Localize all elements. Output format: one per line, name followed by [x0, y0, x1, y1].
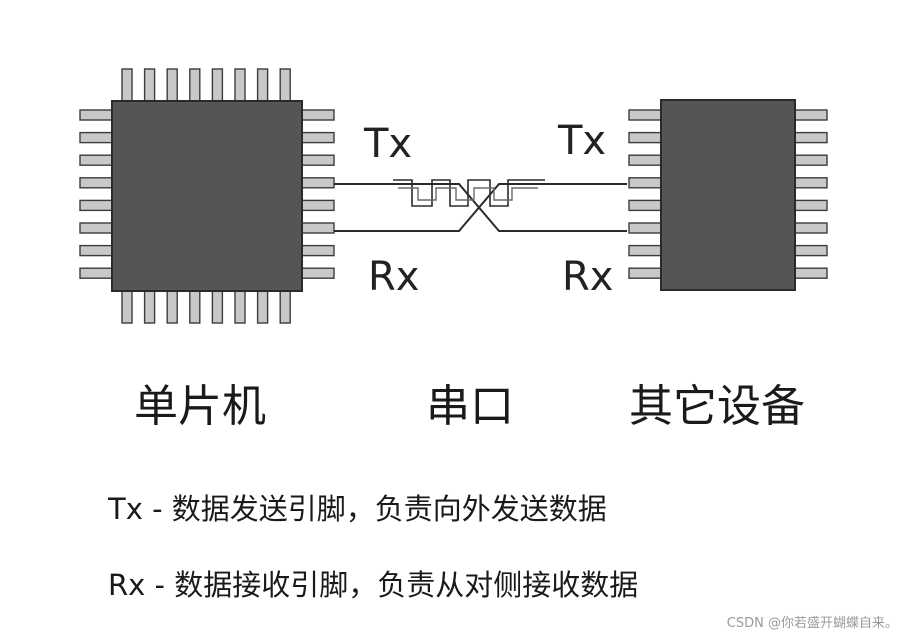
mcu-pins-bottom: [121, 290, 291, 324]
device-pin-right: [794, 267, 828, 279]
mcu-pin-bottom: [279, 290, 291, 324]
mcu-pin-top: [121, 68, 133, 102]
mcu-pin-right: [301, 177, 335, 189]
mcu-pin-left: [79, 222, 113, 234]
mcu-pins-right: [301, 109, 335, 279]
mcu-pin-bottom: [211, 290, 224, 324]
mcu-pin-top: [256, 68, 269, 102]
mcu-pin-left: [79, 131, 113, 144]
mcu-pin-right: [301, 244, 335, 257]
serial-waveform: [393, 179, 545, 207]
tx-description: Tx - 数据发送引脚，负责向外发送数据: [108, 492, 607, 526]
left-rx-label: Rx: [368, 254, 419, 300]
mcu-pin-bottom: [256, 290, 269, 324]
mcu-pin-left: [79, 244, 113, 257]
mcu-pin-top: [279, 68, 291, 102]
mcu-pin-bottom: [234, 290, 246, 324]
device-pin-left: [628, 267, 662, 279]
mcu-label: 单片机: [134, 381, 266, 432]
mcu-pin-right: [301, 109, 335, 121]
mcu-pin-bottom: [143, 290, 156, 324]
device-pin-left: [628, 244, 662, 257]
mcu-pin-left: [79, 109, 113, 121]
device-pin-left: [628, 177, 662, 189]
mcu-pins-left: [79, 109, 113, 279]
device-pin-left: [628, 109, 662, 121]
device-pin-left: [628, 154, 662, 166]
rx-to-tx-wire: [334, 183, 627, 232]
device-pin-right: [794, 199, 828, 212]
device-chip: [628, 99, 828, 291]
mcu-pin-left: [79, 199, 113, 212]
serial-waveform-shadow: [398, 187, 538, 201]
device-pin-left: [628, 131, 662, 144]
mcu-pin-right: [301, 131, 335, 144]
right-rx-label: Rx: [562, 254, 613, 300]
device-pin-right: [794, 109, 828, 121]
device-pin-right: [794, 222, 828, 234]
mcu-pin-right: [301, 267, 335, 279]
device-pin-right: [794, 154, 828, 166]
tx-to-rx-wire: [334, 183, 627, 232]
mcu-pin-left: [79, 177, 113, 189]
mcu-pin-bottom: [166, 290, 178, 324]
serial-label: 串口: [426, 381, 514, 432]
device-pin-right: [794, 131, 828, 144]
device-pin-left: [628, 199, 662, 212]
rx-description: Rx - 数据接收引脚，负责从对侧接收数据: [108, 568, 639, 602]
mcu-pin-right: [301, 222, 335, 234]
mcu-pins-top: [121, 68, 291, 102]
mcu-pin-bottom: [189, 290, 201, 324]
right-tx-label: Tx: [557, 118, 606, 164]
mcu-pin-bottom: [121, 290, 133, 324]
mcu-pin-top: [189, 68, 201, 102]
mcu-chip-body: [111, 100, 303, 292]
mcu-pin-top: [234, 68, 246, 102]
mcu-pin-top: [211, 68, 224, 102]
mcu-pin-right: [301, 199, 335, 212]
mcu-pin-left: [79, 154, 113, 166]
device-pins-right: [794, 109, 828, 279]
device-pin-right: [794, 177, 828, 189]
left-tx-label: Tx: [363, 121, 412, 167]
other-device-label: 其它设备: [629, 381, 805, 432]
device-pin-right: [794, 244, 828, 257]
device-pins-left: [628, 109, 662, 279]
device-pin-left: [628, 222, 662, 234]
csdn-watermark: CSDN @你若盛开蝴蝶自来。: [726, 616, 898, 631]
mcu-pin-top: [143, 68, 156, 102]
device-chip-body: [660, 99, 796, 291]
mcu-pin-left: [79, 267, 113, 279]
mcu-pin-top: [166, 68, 178, 102]
mcu-pin-right: [301, 154, 335, 166]
mcu-chip: [79, 68, 335, 324]
